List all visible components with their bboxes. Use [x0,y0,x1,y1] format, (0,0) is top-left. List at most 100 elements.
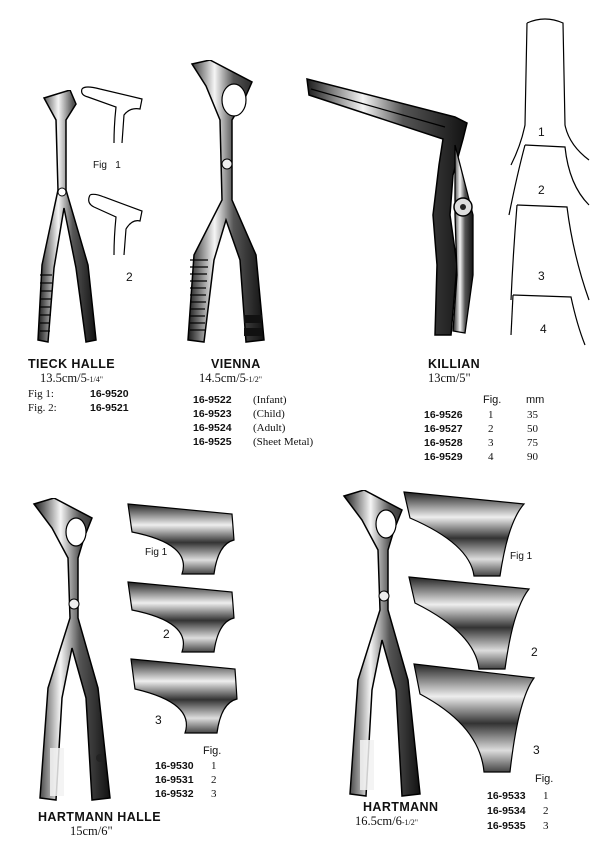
hartmann-halle-code: 16-9530 [155,760,194,772]
hartmann-size-fraction: -1/2" [401,818,419,827]
hartmann-header-fig: Fig. [535,773,554,785]
hartmann-codes: Fig. 16-9533 1 16-9534 2 16-9535 3 [487,773,597,832]
killian-code: 16-9527 [424,423,463,435]
hartmann-fig: 1 [543,790,549,802]
hartmann-instrument-illustration [342,490,421,797]
hartmann-halle-fig2-blade [127,581,235,653]
killian-blade-number-3: 3 [538,269,545,283]
killian-blade-number-1: 1 [538,125,545,139]
tieck-size-main: 13.5cm/5 [40,371,87,385]
vienna-size: 14.5cm/5-1/2" [199,371,343,386]
killian-blade-number-4: 4 [540,322,547,336]
vienna-desc: (Adult) [253,422,286,434]
tieck-illus-fig1-number: 1 [115,160,121,171]
killian-fig: 1 [488,409,494,421]
hartmann-halle-instrument-illustration [32,498,111,801]
tieck-illus-fig2-number: 2 [126,270,133,284]
hartmann-halle-code: 16-9532 [155,788,194,800]
hartmann-halle-illus-fig2-label: 2 [163,627,170,641]
vienna-code: 16-9522 [193,394,232,406]
hartmann-size-main: 16.5cm/6 [355,814,402,828]
vienna-desc: (Infant) [253,394,287,406]
hartmann-info: HARTMANN 16.5cm/6-1/2" [355,800,505,829]
hartmann-halle-codes: Fig. 16-9530 1 16-9531 2 16-9532 3 [155,745,265,800]
tieck-halle-size: 13.5cm/5-1/4" [40,371,168,386]
tieck-fig1-label: Fig 1: [28,388,54,400]
hartmann-halle-fig: 1 [211,760,217,772]
killian-mm: 35 [527,409,538,421]
hartmann-halle-code: 16-9531 [155,774,194,786]
hartmann-row: 16-9534 2 [487,805,549,817]
hartmann-halle-title: HARTMANN HALLE [38,810,161,824]
tieck-halle-title: TIECK HALLE [28,357,116,371]
vienna-size-fraction: -1/2" [245,375,263,384]
vienna-code: 16-9523 [193,408,232,420]
hartmann-code: 16-9535 [487,820,526,832]
hartmann-fig1-blade [403,491,526,577]
killian-row: 16-9529 4 90 [424,451,538,463]
tieck-fig2-code: 16-9521 [90,402,129,414]
vienna-title: VIENNA [211,357,261,371]
hartmann-halle-illus-fig3-label: 3 [155,713,162,727]
hartmann-halle-row: 16-9532 3 [155,788,217,800]
tieck-halle-instrument-illustration [37,90,97,343]
hartmann-halle-row: 16-9530 1 [155,760,217,772]
vienna-instrument-illustration [187,60,265,343]
killian-instrument-illustration [306,77,474,336]
hartmann-fig: 3 [543,820,549,832]
vienna-row: 16-9524 (Adult) [193,422,285,434]
vienna-row: 16-9523 (Child) [193,408,285,420]
hartmann-halle-illus-fig1-label: Fig 1 [145,547,168,558]
killian-code: 16-9529 [424,451,463,463]
hartmann-fig3-blade [413,663,536,773]
vienna-desc: (Child) [253,408,285,420]
hartmann-illus-fig1-label: Fig 1 [510,551,533,562]
hartmann-illus-fig2-label: 2 [531,645,538,659]
tieck-fig2-row: Fig. 2: 16-9521 [28,402,129,414]
killian-fig: 3 [488,437,494,449]
killian-code: 16-9528 [424,437,463,449]
hartmann-fig2-blade [408,576,531,670]
tieck-fig2-blade-outline [88,193,143,256]
hartmann-halle-size: 15cm/6" [70,824,113,838]
killian-row: 16-9528 3 75 [424,437,538,449]
hartmann-halle-header-fig: Fig. [203,745,222,757]
killian-title: KILLIAN [428,357,481,371]
vienna-code: 16-9524 [193,422,232,434]
killian-mm: 90 [527,451,538,463]
tieck-halle-info: TIECK HALLE 13.5cm/5-1/4" Fig 1: 16-9520… [28,357,168,414]
hartmann-halle-fig: 2 [211,774,217,786]
hartmann-halle-fig3-blade [130,658,238,734]
vienna-desc: (Sheet Metal) [253,436,314,448]
vienna-info: VIENNA 14.5cm/5-1/2" 16-9522 (Infant) 16-… [193,357,343,448]
killian-header-fig: Fig. [483,394,502,406]
tieck-fig1-row: Fig 1: 16-9520 [28,388,129,400]
hartmann-title: HARTMANN [363,800,439,814]
hartmann-row: 16-9533 1 [487,790,549,802]
hartmann-halle-fig: 3 [211,788,217,800]
tieck-illus-fig1-label: Fig 1 [93,160,121,171]
hartmann-code: 16-9533 [487,790,526,802]
killian-header-row: Fig. mm [483,394,544,406]
killian-blade-sizes-outline [508,18,590,346]
hartmann-code: 16-9534 [487,805,526,817]
killian-fig: 4 [488,451,494,463]
vienna-row: 16-9522 (Infant) [193,394,287,406]
killian-blade-number-2: 2 [538,183,545,197]
hartmann-halle-row: 16-9531 2 [155,774,217,786]
vienna-row: 16-9525(Sheet Metal) [193,436,313,448]
tieck-size-fraction: -1/4" [86,375,104,384]
killian-mm: 75 [527,437,538,449]
hartmann-halle-fig1-blade [127,503,235,575]
killian-mm: 50 [527,423,538,435]
tieck-fig1-blade-outline [81,86,143,144]
hartmann-illus-fig3-label: 3 [533,743,540,757]
hartmann-size: 16.5cm/6-1/2" [355,814,505,829]
killian-code: 16-9526 [424,409,463,421]
hartmann-fig: 2 [543,805,549,817]
hartmann-row: 16-9535 3 [487,820,549,832]
killian-row: 16-9526 1 35 [424,409,538,421]
tieck-fig1-code: 16-9520 [90,388,129,400]
